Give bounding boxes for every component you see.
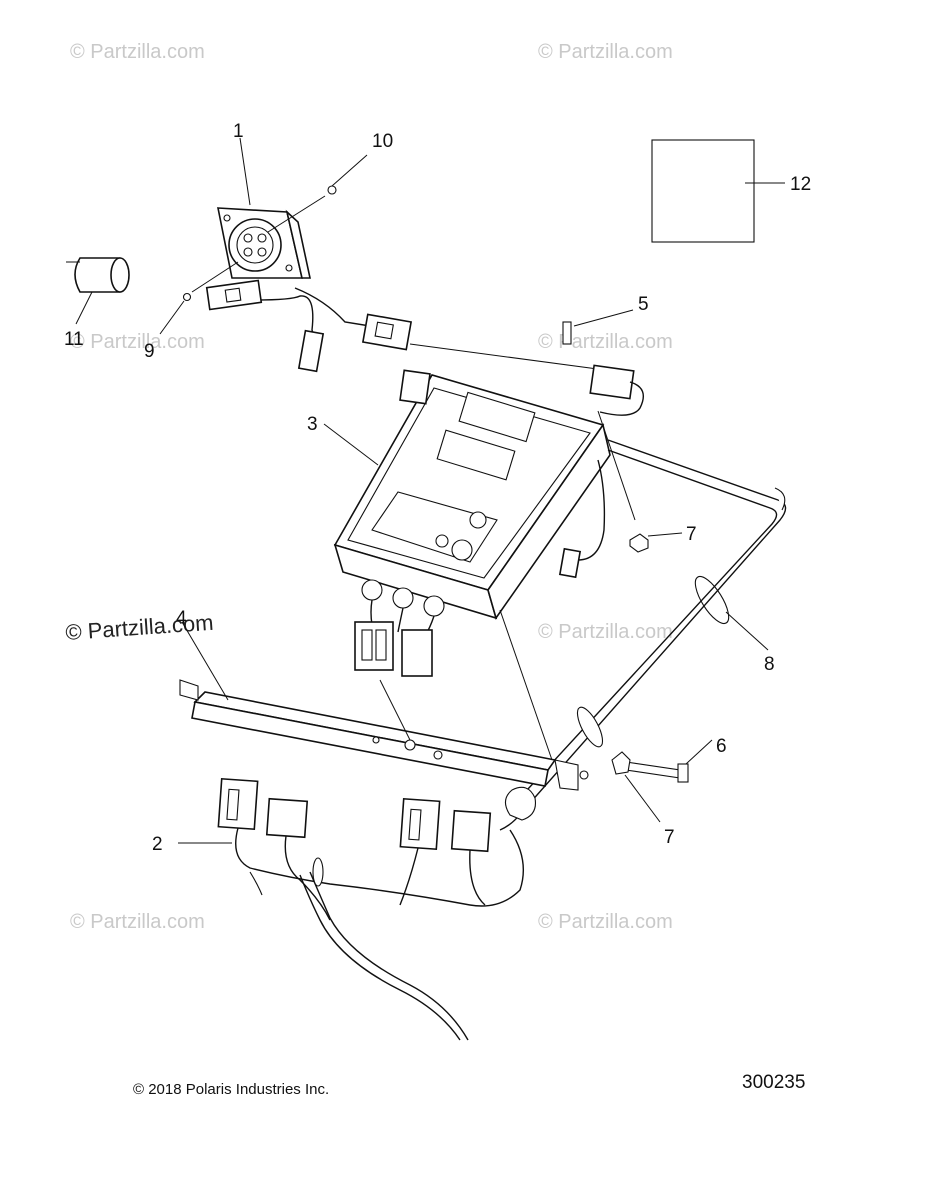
copyright-text: © 2018 Polaris Industries Inc.	[133, 1081, 329, 1098]
charge-port-cap	[66, 257, 130, 325]
diagram-number: 300235	[742, 1072, 805, 1093]
charge-port	[217, 207, 311, 279]
label-sheet	[651, 139, 755, 243]
callout-1: 1	[233, 121, 244, 142]
charge-harness	[205, 279, 606, 373]
screw-9	[159, 261, 239, 335]
clip-8	[694, 575, 769, 651]
callout-11: 11	[64, 329, 84, 350]
callout-7-bottom: 7	[664, 827, 675, 848]
callout-12: 12	[790, 174, 811, 195]
screw-10	[267, 154, 368, 233]
mounting-bracket	[179, 679, 589, 821]
nut-7-bottom	[611, 751, 661, 823]
nut-7-top	[629, 532, 683, 553]
callout-6: 6	[716, 736, 727, 757]
watermark-center-right: © Partzilla.com	[538, 621, 673, 643]
watermark-top-left: © Partzilla.com	[70, 41, 205, 63]
watermark-mid-right: © Partzilla.com	[538, 331, 673, 353]
callout-10: 10	[372, 131, 393, 152]
screw-5	[562, 309, 634, 345]
callout-8: 8	[764, 654, 775, 675]
callout-5: 5	[638, 294, 649, 315]
controller-box	[333, 369, 611, 677]
tube-harness	[499, 439, 787, 831]
callout-3: 3	[307, 414, 318, 435]
callout-4: 4	[176, 608, 187, 629]
watermark-center-left: © Partzilla.com	[65, 610, 215, 645]
watermark-bottom-left: © Partzilla.com	[70, 911, 205, 933]
callout-9: 9	[144, 341, 155, 362]
bolt-6	[625, 739, 713, 783]
watermark-mid-left: © Partzilla.com	[70, 331, 205, 353]
callout-7-top: 7	[686, 524, 697, 545]
watermark-bottom-right: © Partzilla.com	[538, 911, 673, 933]
watermark-top-right: © Partzilla.com	[538, 41, 673, 63]
callout-2: 2	[152, 834, 163, 855]
battery-harness	[217, 777, 525, 1041]
